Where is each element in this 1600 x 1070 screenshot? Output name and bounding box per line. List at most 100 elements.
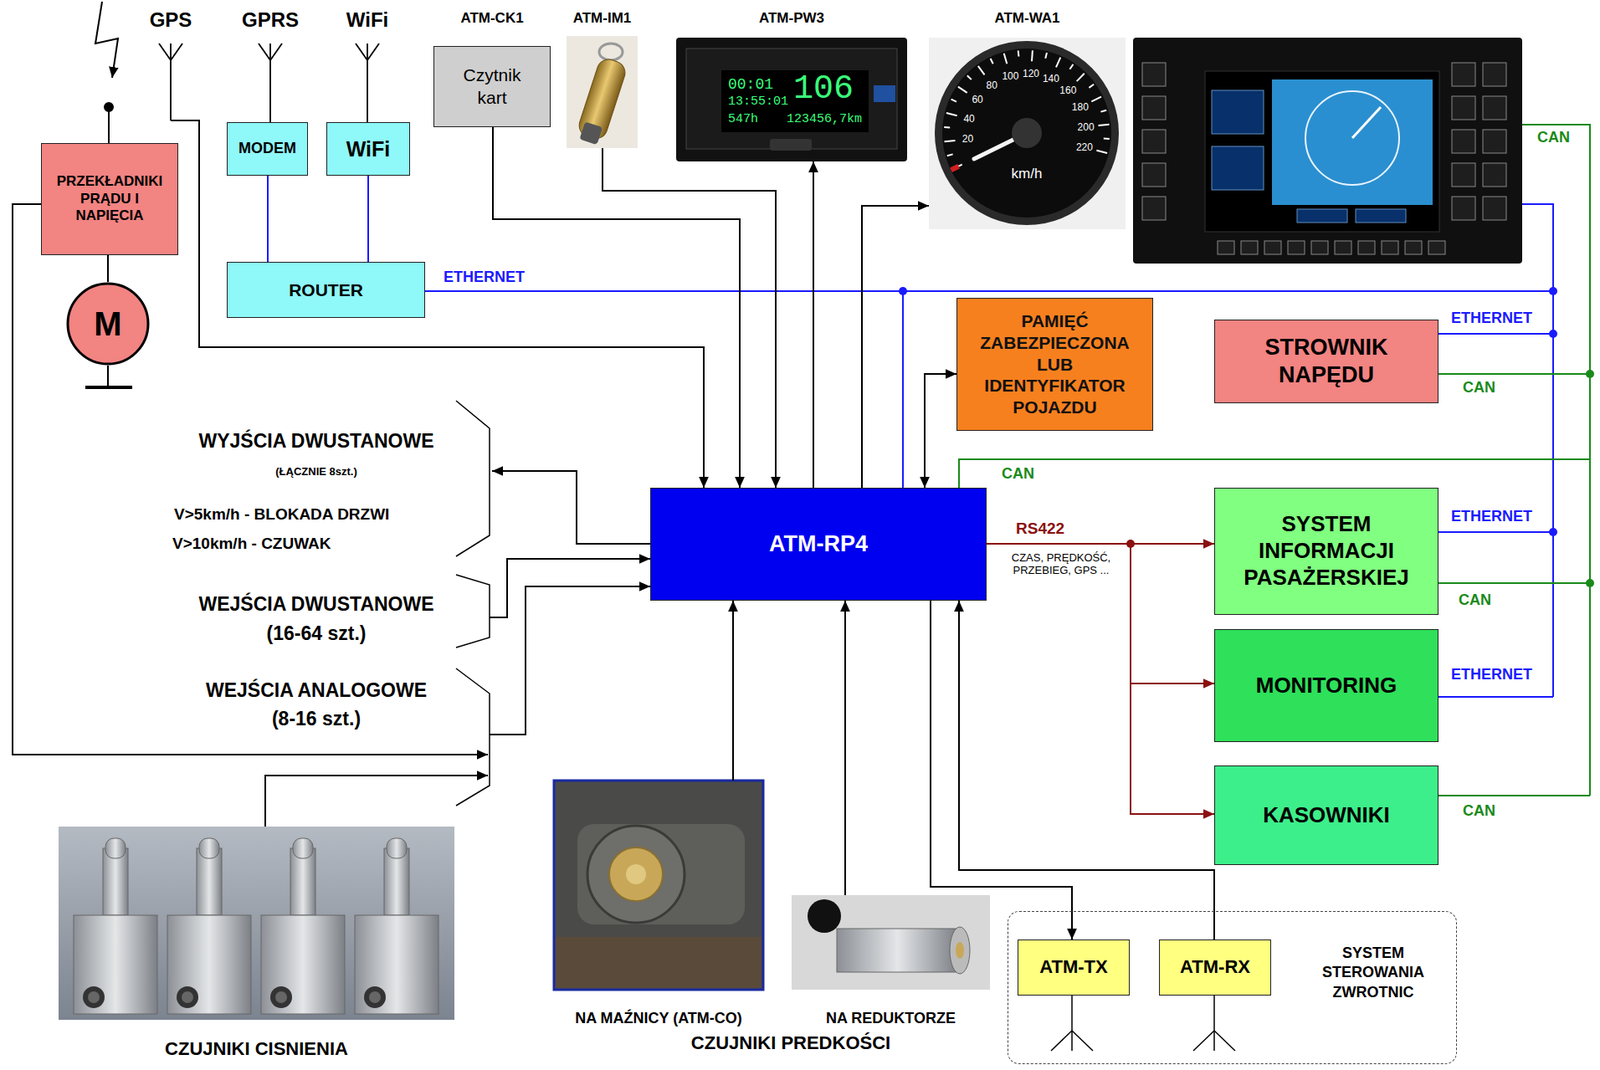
gauge-tick — [990, 58, 994, 64]
connector — [492, 127, 740, 488]
annotation: (ŁĄCZNIE 8szt.) — [275, 466, 358, 479]
drawing-part — [1548, 329, 1558, 339]
connector — [958, 600, 1215, 940]
annotation: CAN — [1535, 128, 1572, 147]
screen-text: 123456,7km — [786, 112, 862, 127]
gauge-number: 100 — [1001, 71, 1019, 82]
drawing-part — [170, 120, 704, 488]
drawing-part — [1451, 129, 1476, 154]
gauge-tick — [946, 112, 958, 116]
drawing-part — [769, 138, 812, 151]
drawing-part — [1305, 91, 1400, 185]
drawing-part — [1358, 241, 1375, 255]
drawing-part — [1438, 582, 1590, 585]
drawing-part — [1482, 62, 1507, 87]
photo-caption: NA MAŹNICY (ATM-CO) — [574, 1010, 743, 1028]
drawing-part — [1297, 209, 1348, 223]
gauge-tick — [958, 87, 968, 93]
connector — [266, 175, 269, 262]
node-text: KASOWNIKI — [1262, 802, 1390, 830]
connector — [924, 374, 957, 488]
gauge-tick — [944, 140, 956, 142]
pressure-sensors-photo — [58, 826, 455, 1021]
sensor-photo: NA REDUKTORZE — [791, 895, 990, 1028]
drawing-part — [609, 847, 663, 902]
drawing-part — [85, 385, 133, 390]
drawing-part — [1311, 241, 1329, 255]
drawing-part — [270, 43, 283, 61]
drawing-part — [1011, 117, 1042, 149]
drawing-part — [1451, 163, 1476, 187]
node-text: ATM-RX — [1179, 956, 1251, 980]
ethernet-bus — [902, 204, 1554, 698]
brackets — [456, 400, 490, 806]
motor-circle-shape — [67, 283, 149, 365]
node-text: WiFi — [346, 136, 391, 163]
transformer-box: PRZEKŁADNIKI PRĄDU I NAPIĘCIA — [41, 143, 179, 256]
radio-box: ATM-TX — [1017, 939, 1130, 996]
annotation: CZUJNIKI PREDKOŚCI — [691, 1032, 891, 1054]
drawing-part — [1451, 62, 1476, 87]
drawing-part — [1381, 241, 1399, 255]
gauge-number: 180 — [1071, 102, 1089, 113]
photo-caption: NA REDUKTORZE — [825, 1010, 956, 1028]
drawing-part — [676, 37, 908, 162]
gauge-tick — [1004, 53, 1008, 65]
annotation: km/h — [1011, 165, 1043, 183]
gauge-tick — [1056, 57, 1061, 68]
monitoring-box: MONITORING — [1214, 629, 1439, 743]
drawing-part — [949, 927, 970, 975]
drawing-part — [489, 558, 651, 618]
drawing-part — [1438, 373, 1590, 375]
drawing-part — [1438, 794, 1590, 797]
drawing-part — [566, 35, 638, 149]
drawing-part — [686, 48, 898, 149]
drawing-part — [456, 400, 490, 557]
wifi-box: WiFi — [326, 122, 411, 176]
gauge-tick — [943, 126, 950, 129]
drawing-part — [555, 937, 762, 989]
drawing-part — [58, 826, 455, 1021]
annotation: ETHERNET — [441, 268, 527, 287]
drawing-part — [1217, 241, 1235, 255]
node-text: ROUTER — [288, 279, 364, 302]
node-text: Czytnik kart — [450, 64, 534, 109]
drawing-part — [1071, 994, 1073, 1052]
drawing-part — [492, 471, 651, 544]
gauge-number: 200 — [1077, 122, 1095, 133]
photo-caption: CZUJNIKI CISNIENIA — [164, 1038, 349, 1060]
connector — [844, 600, 847, 896]
group-title: SYSTEM STEROWANIA ZWROTNIC — [1310, 943, 1436, 1003]
gauge-number: 120 — [1022, 68, 1040, 79]
gauge-tick — [1103, 137, 1110, 140]
drawing-part — [1438, 696, 1554, 698]
gauge-tick — [978, 66, 985, 76]
drawing-part — [1522, 204, 1554, 698]
drawing-part — [955, 942, 965, 959]
device-label: ATM-WA1 — [994, 10, 1060, 27]
drawing-part — [1241, 241, 1258, 255]
drawing-part — [1205, 71, 1440, 232]
drawing-part — [1193, 1030, 1215, 1052]
drawing-part — [167, 838, 252, 1015]
drawing-part — [1334, 241, 1352, 255]
node-text: SYSTEM INFORMACJI PASAŻERSKIEJ — [1225, 511, 1427, 591]
device-photo: ATM-WA1 — [928, 8, 1126, 230]
annotation: WYJŚCIA DWUSTANOWE — [198, 430, 434, 452]
drawing-part — [1287, 241, 1305, 255]
drawing-part — [354, 838, 439, 1015]
drawing-part — [1438, 531, 1554, 534]
device-photo: ATM-IM1 — [566, 8, 638, 149]
device-label: ATM-IM1 — [573, 10, 632, 27]
drawing-part — [1142, 163, 1166, 187]
edge-label: RS422 — [1014, 520, 1067, 539]
key-photo — [566, 35, 638, 149]
node-text: STROWNIK NAPĘDU — [1225, 333, 1427, 390]
card-reader-box: ATM-CK1Czytnik kart — [433, 8, 551, 128]
node-text: ATM-TX — [1039, 956, 1108, 980]
drawing-part — [1438, 333, 1554, 335]
drawing-part — [928, 37, 1126, 230]
drawing-part — [1217, 241, 1446, 255]
drawing-part — [577, 824, 745, 925]
